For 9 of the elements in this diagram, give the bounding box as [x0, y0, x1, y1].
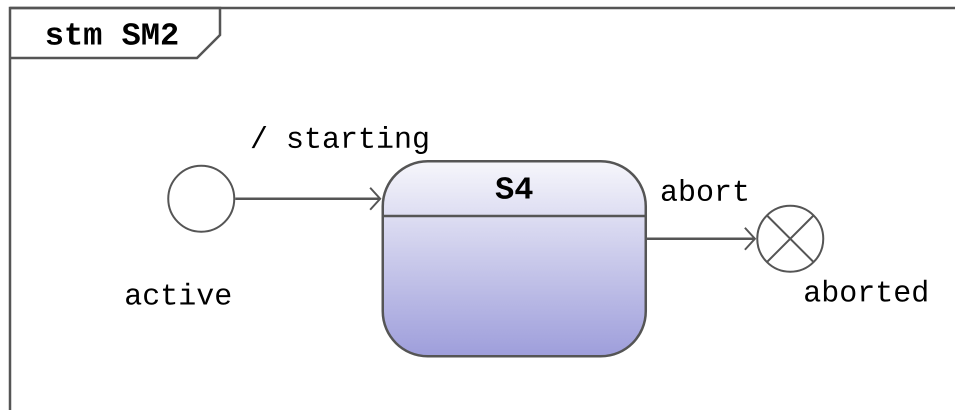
state-box: S4	[382, 160, 647, 358]
arrow	[647, 227, 756, 250]
state-name: aborted	[805, 280, 927, 302]
arrow	[235, 187, 382, 210]
exit-point-circle	[756, 204, 824, 273]
state-name: active	[126, 282, 230, 305]
edge-label: abort	[659, 178, 752, 202]
edge-label: / starting	[249, 125, 432, 155]
entry-point-circle	[167, 164, 236, 233]
